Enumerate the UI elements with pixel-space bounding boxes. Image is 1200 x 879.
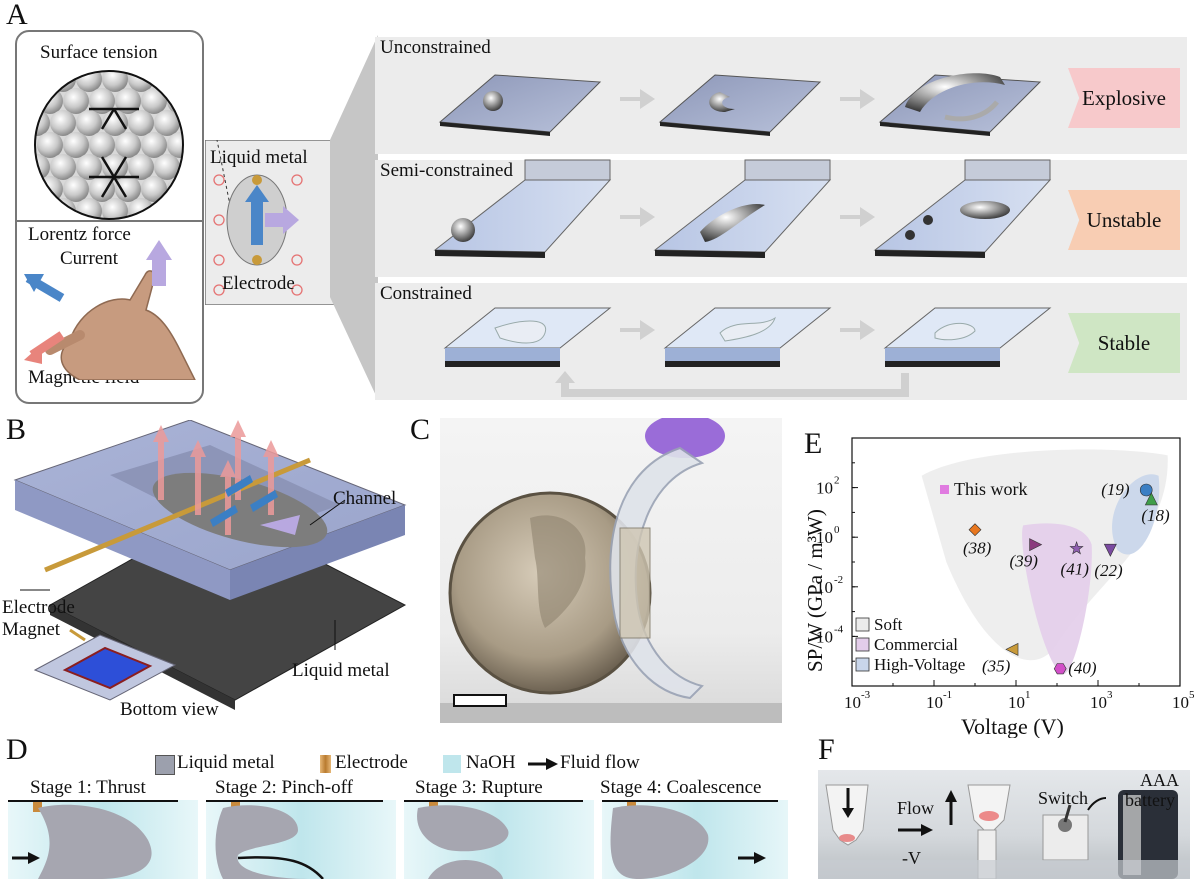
x-tick-exponent: -3 [861,689,871,701]
droplet-detail [205,140,335,305]
point-label: (39) [1010,552,1039,571]
point-label: (38) [963,539,992,558]
atom-lattice [34,70,184,220]
legend-electrode: Electrode [335,752,408,773]
badge-explosive: Explosive [1068,68,1180,128]
legend-swatch [855,637,870,652]
y-tick-label: 10 [816,578,833,597]
point-22 [1103,543,1117,557]
liquid-metal-label: Liquid metal [210,147,308,168]
flow-label: Flow [897,798,935,818]
legend-electrode-swatch [320,755,331,773]
hand-illustration [24,240,196,380]
photo-coin-device [440,418,782,723]
x-tick-exponent: 5 [1189,689,1195,701]
battery-line1-label: AAA [1140,770,1179,790]
point-40 [1053,663,1067,675]
magnet-label: Magnet [2,619,61,640]
stage-2-label: Stage 2: Pinch-off [215,777,353,798]
point-label: (18) [1141,506,1170,525]
y-tick-label: 10 [816,479,833,498]
surface-tension-label: Surface tension [40,42,158,63]
region-commercial [1022,523,1092,675]
y-tick-exponent: -2 [834,574,843,586]
row-label-constrained: Constrained [380,283,472,304]
row-label-semi-constrained: Semi-constrained [380,160,513,181]
point-35 [1005,642,1019,656]
electrode-label: Electrode [222,273,295,294]
point-label: (35) [982,656,1011,675]
point-41 [1069,540,1084,555]
x-tick-exponent: -1 [943,689,952,701]
point-39 [1029,538,1043,552]
legend-label: Commercial [874,635,958,654]
y-tick-label: 10 [816,627,833,646]
this-work-marker [940,485,949,494]
row-label-unconstrained: Unconstrained [380,37,491,58]
point-38 [968,523,982,537]
current-label: Current [60,248,119,269]
bottom-view-label: Bottom view [120,699,219,720]
channel-label: Channel [333,488,397,509]
panel-letter-f: F [818,733,835,766]
badge-stable: Stable [1068,313,1180,373]
x-tick-label: 10 [844,693,861,712]
y-axis-label: SP/W (GPa / m³W) [803,509,827,672]
y-tick-exponent: 0 [834,524,840,536]
liquid-metal-b-label: Liquid metal [292,660,390,681]
scale-bar [453,694,507,707]
legend-naoh-swatch [443,755,461,773]
switch-label: Switch [1038,788,1089,808]
x-axis-label: Voltage (V) [961,714,1064,738]
x-tick-label: 10 [1090,693,1107,712]
legend-naoh: NaOH [466,752,516,773]
legend-liquid-metal: Liquid metal [177,752,275,773]
device-exploded-view [13,420,407,710]
panel-letter-a: A [6,0,28,31]
lorentz-force-label: Lorentz force [28,224,131,245]
this-work-label: This work [954,479,1028,499]
electrode-b-label: Electrode [2,597,75,618]
x-tick-label: 10 [1172,693,1189,712]
point-18 [1144,492,1158,506]
stage-1-label: Stage 1: Thrust [30,777,146,798]
sequence-illustrations [433,73,1052,397]
legend-liquid-metal-swatch [155,755,175,775]
legend-swatch [855,657,870,672]
panel-letter-d: D [6,733,28,766]
stage-4-label: Stage 4: Coalescence [600,777,762,798]
legend-swatch [855,617,870,632]
y-tick-exponent: -4 [834,623,844,635]
minus-v-label: -V [902,848,921,868]
x-tick-label: 10 [926,693,943,712]
point-label: (22) [1094,561,1123,580]
stages-illustration [8,800,788,879]
legend-label: Soft [874,615,903,634]
x-tick-label: 10 [1008,693,1025,712]
legend-fluid-flow: Fluid flow [560,752,640,773]
panel-letter-e: E [804,427,823,460]
x-tick-exponent: 1 [1025,689,1031,701]
panel-letter-b: B [6,413,27,446]
point-label: (40) [1068,659,1097,678]
y-tick-label: 10 [816,528,833,547]
point-label: (41) [1061,560,1090,579]
panel-letter-c: C [410,413,431,446]
y-tick-exponent: 2 [834,475,840,487]
x-tick-exponent: 3 [1107,689,1113,701]
funnel-connector [330,35,378,400]
photo-pump-setup [818,770,1190,879]
legend-label: High-Voltage [874,655,965,674]
battery-line2-label: battery [1125,790,1175,810]
legend-flow-arrow [528,758,558,770]
point-label: (19) [1101,480,1130,499]
point-19 [1139,483,1153,497]
stage-3-label: Stage 3: Rupture [415,777,543,798]
badge-unstable: Unstable [1068,190,1180,250]
